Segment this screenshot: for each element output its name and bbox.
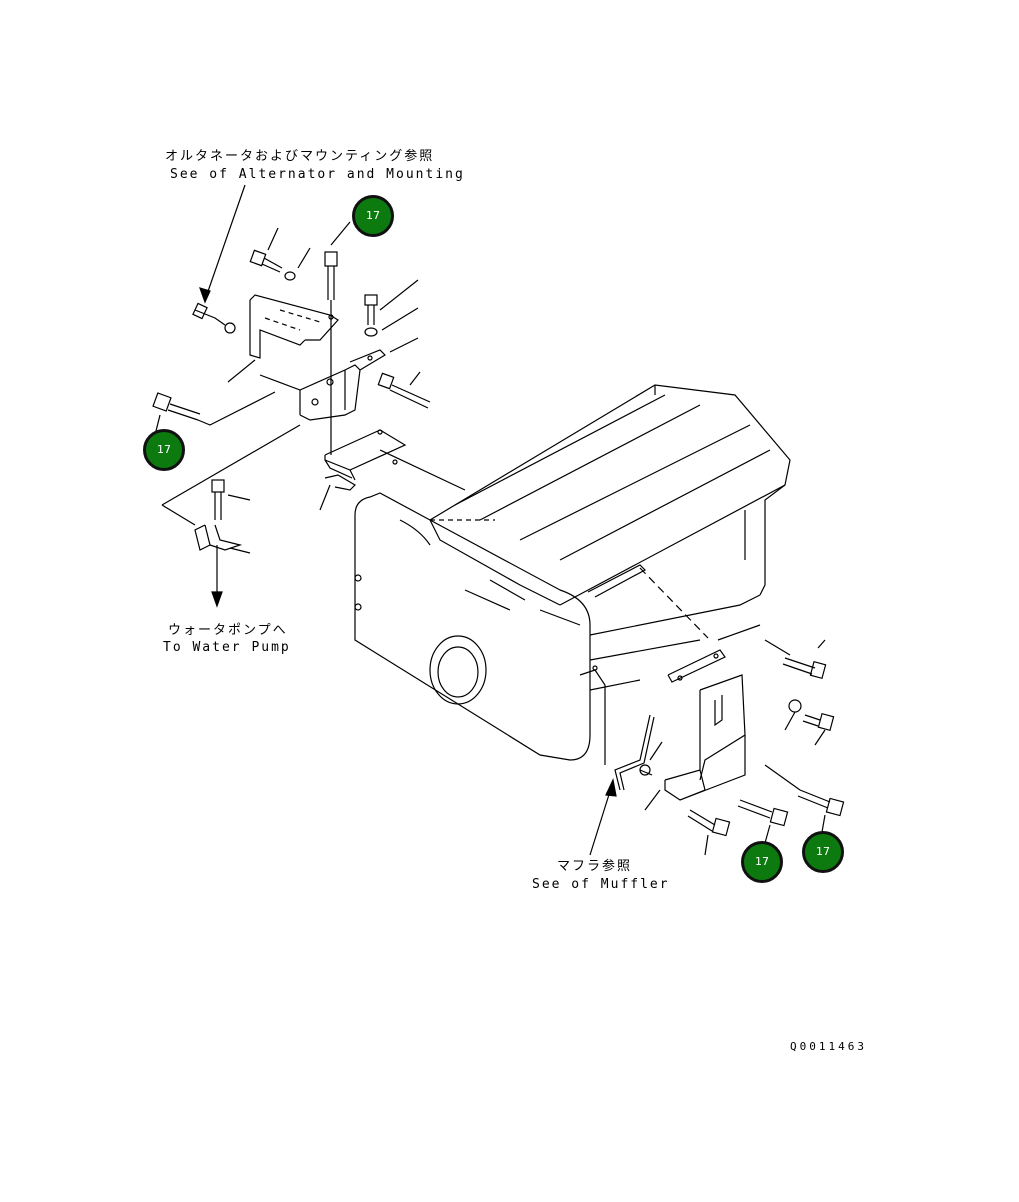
alternator-reference-en: See of Alternator and Mounting [170, 167, 465, 182]
muffler-reference-jp: マフラ参照 [557, 859, 633, 874]
drawing-number: Q0011463 [790, 1040, 867, 1053]
callout-balloon[interactable]: 17 [802, 831, 844, 873]
alternator-reference-jp: オルタネータおよびマウンティング参照 [165, 149, 435, 164]
callout-balloon[interactable]: 17 [352, 195, 394, 237]
callout-balloon[interactable]: 17 [741, 841, 783, 883]
muffler-reference-en: See of Muffler [532, 877, 670, 892]
water-pump-bracket [161, 424, 301, 608]
callout-balloon[interactable]: 17 [143, 429, 185, 471]
upper-bracket-assembly [152, 184, 466, 511]
water-pump-reference-jp: ウォータポンプへ [168, 623, 288, 638]
engine-block [354, 384, 791, 761]
lower-bracket-assembly [579, 564, 845, 856]
water-pump-reference-en: To Water Pump [163, 640, 291, 655]
